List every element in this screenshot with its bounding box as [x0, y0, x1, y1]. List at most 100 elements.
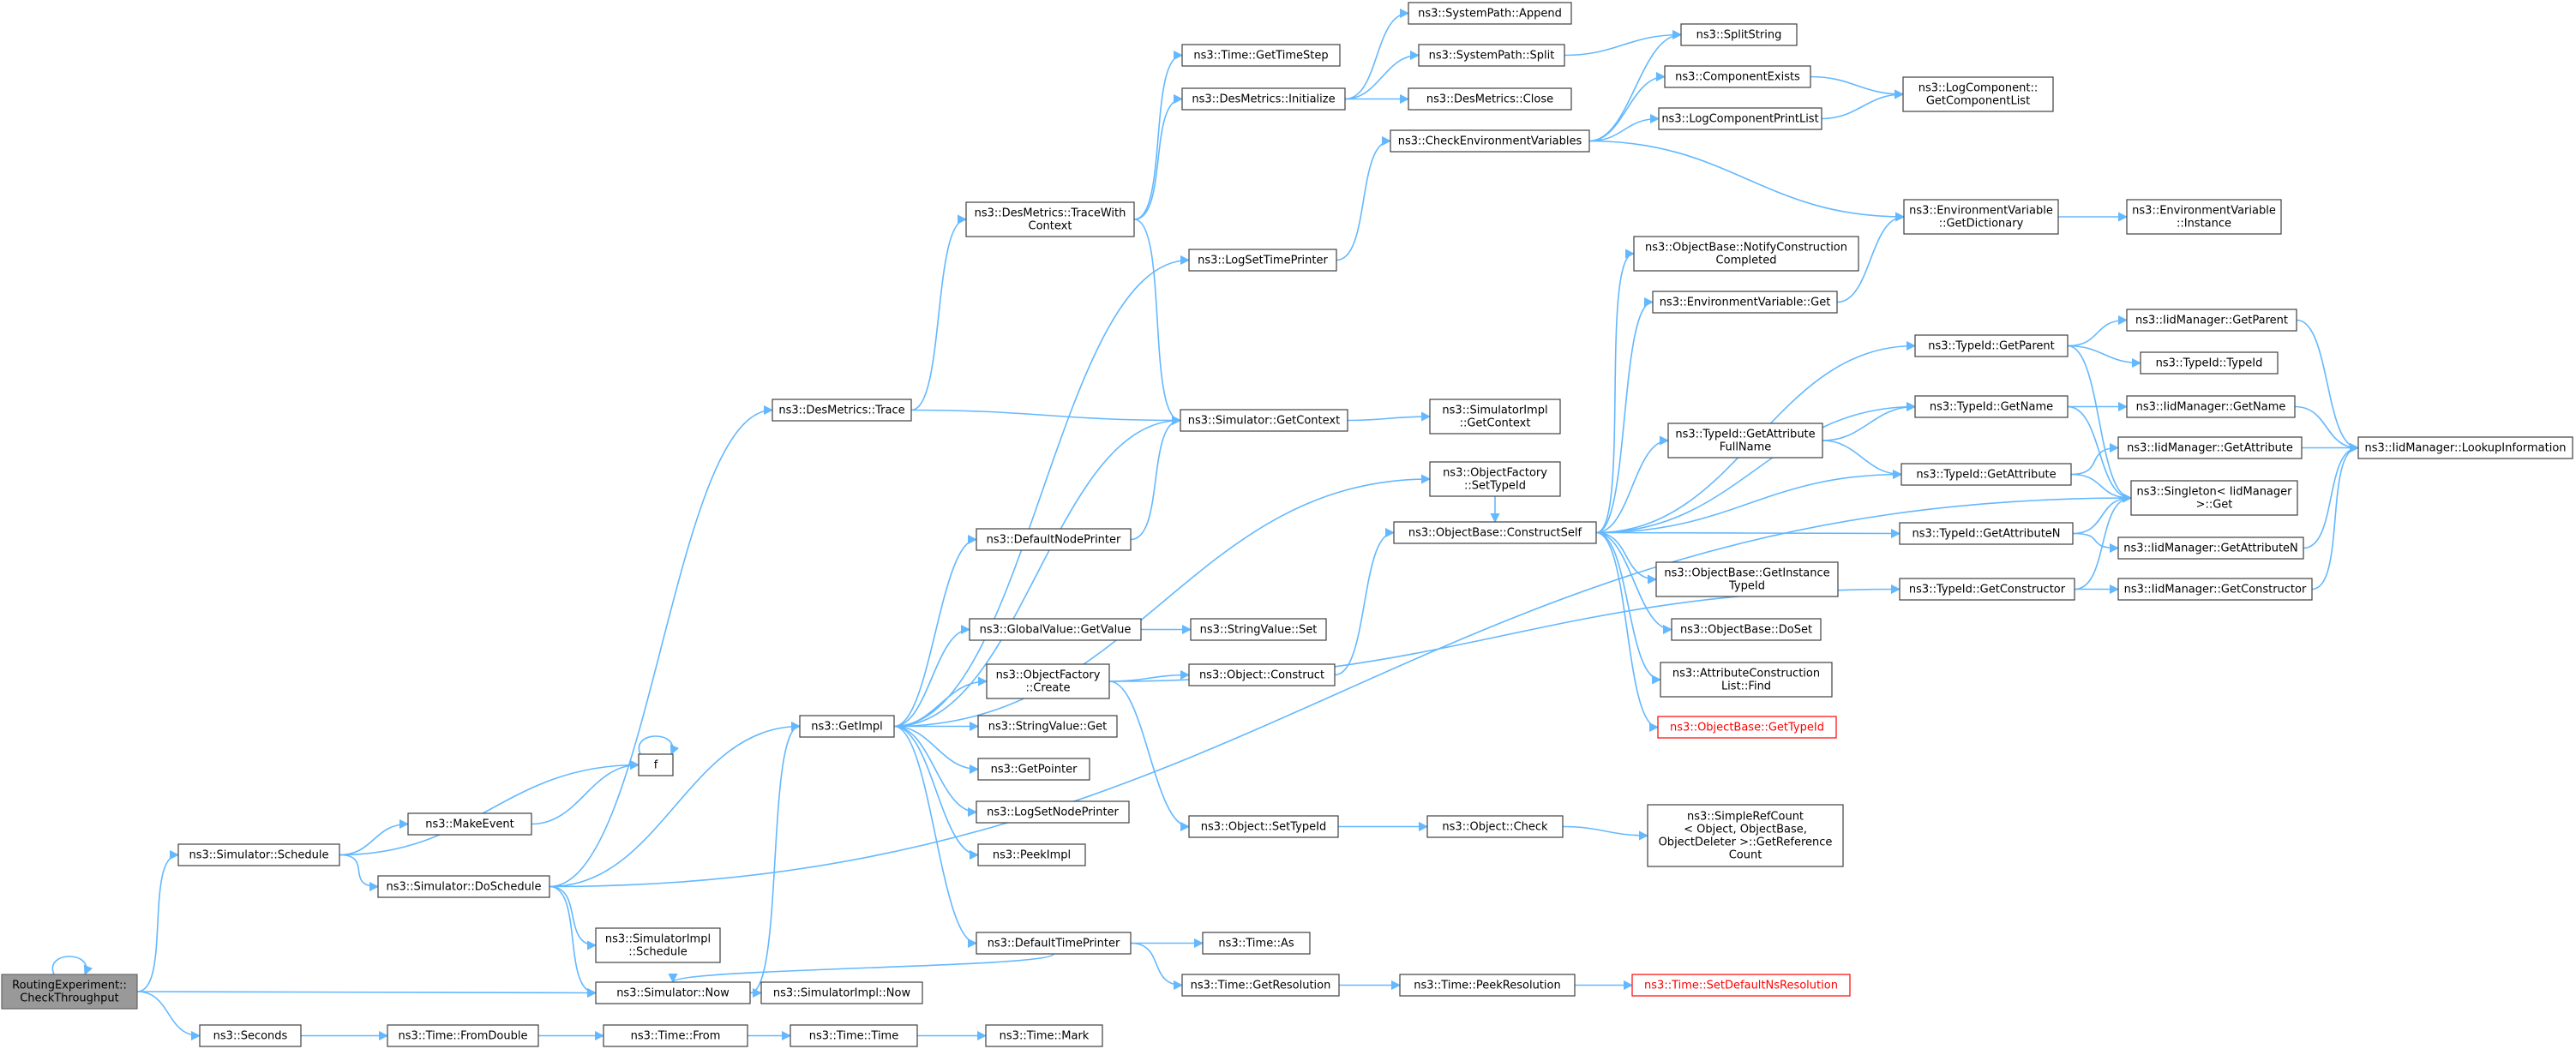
- node-deftimeprinter[interactable]: ns3::DefaultTimePrinter: [976, 932, 1132, 955]
- node-sched[interactable]: ns3::Simulator::Schedule: [177, 843, 340, 866]
- node-peekimpl[interactable]: ns3::PeekImpl: [977, 843, 1086, 866]
- node-tidgetname[interactable]: ns3::TypeId::GetName: [1914, 395, 2069, 418]
- node-logsettimeprinter[interactable]: ns3::LogSetTimePrinter: [1188, 249, 1337, 272]
- node-notifyconstr[interactable]: ns3::ObjectBase::NotifyConstructionCompl…: [1633, 236, 1859, 272]
- edge-tidgetparent-to-iidgetparent: [2067, 315, 2129, 347]
- node-iidgetname[interactable]: ns3::IidManager::GetName: [2126, 395, 2296, 418]
- node-simimplgetctx[interactable]: ns3::SimulatorImpl::GetContext: [1429, 399, 1561, 435]
- node-iidgetattr[interactable]: ns3::IidManager::GetAttribute: [2117, 436, 2303, 459]
- node-compexists[interactable]: ns3::ComponentExists: [1664, 65, 1811, 88]
- node-defnodeprinter[interactable]: ns3::DefaultNodePrinter: [976, 528, 1132, 551]
- node-box: [1899, 578, 2075, 601]
- node-f[interactable]: f: [638, 753, 674, 776]
- node-box: [790, 1024, 918, 1047]
- node-label: ns3::Time::GetResolution: [1191, 980, 1331, 992]
- edge-root-to-now: [136, 987, 597, 998]
- edge-getimpl-to-logsettimeprinter: [893, 255, 1191, 728]
- node-singletonget[interactable]: ns3::Singleton< IidManager>::Get: [2130, 480, 2298, 516]
- node-iidgetparent[interactable]: ns3::IidManager::GetParent: [2126, 309, 2297, 332]
- node-label: ns3::IidManager::GetParent: [2135, 315, 2288, 327]
- node-box: [638, 753, 674, 776]
- node-label: ns3::TypeId::GetConstructor: [1909, 584, 2066, 596]
- node-tidgetconstructor[interactable]: ns3::TypeId::GetConstructor: [1899, 578, 2075, 601]
- node-tidgetattrn[interactable]: ns3::TypeId::GetAttributeN: [1899, 522, 2074, 545]
- node-logsetnodeprinter[interactable]: ns3::LogSetNodePrinter: [976, 800, 1130, 824]
- node-tidgetparent[interactable]: ns3::TypeId::GetParent: [1914, 334, 2069, 357]
- node-label: ::GetContext: [1460, 417, 1531, 430]
- node-simimplsched[interactable]: ns3::SimulatorImpl::Schedule: [595, 927, 721, 963]
- node-svget[interactable]: ns3::StringValue::Get: [977, 715, 1118, 738]
- node-dosched[interactable]: ns3::Simulator::DoSchedule: [377, 875, 550, 898]
- node-ofsettypeid[interactable]: ns3::ObjectFactory::SetTypeId: [1429, 461, 1561, 497]
- node-seconds[interactable]: ns3::Seconds: [199, 1024, 302, 1047]
- node-box: [985, 1024, 1103, 1047]
- node-svset[interactable]: ns3::StringValue::Set: [1190, 618, 1327, 641]
- node-box: [1426, 815, 1564, 838]
- edge-checkenv-to-logcompprintlist: [1588, 113, 1660, 142]
- node-peekres[interactable]: ns3::Time::PeekResolution: [1399, 974, 1576, 997]
- node-label: ::Schedule: [628, 946, 688, 959]
- node-box: [377, 875, 550, 898]
- node-envgetdict[interactable]: ns3::EnvironmentVariable::GetDictionary: [1903, 199, 2059, 235]
- edge-tracewith-to-simgetcontext: [1133, 219, 1182, 426]
- node-logcompgetlist[interactable]: ns3::LogComponent::GetComponentList: [1902, 76, 2054, 112]
- node-logcompprintlist[interactable]: ns3::LogComponentPrintList: [1658, 107, 1822, 130]
- node-timefrom[interactable]: ns3::Time::From: [603, 1024, 748, 1047]
- node-fromdouble[interactable]: ns3::Time::FromDouble: [387, 1024, 539, 1047]
- edge-getimpl-to-logsetnodeprinter: [893, 725, 978, 818]
- node-iidgetattrn[interactable]: ns3::IidManager::GetAttributeN: [2117, 536, 2304, 560]
- edge-dosched-to-desmtrace: [549, 405, 774, 888]
- node-obconstructself[interactable]: ns3::ObjectBase::ConstructSelf: [1393, 521, 1597, 544]
- node-simplerefcount[interactable]: ns3::SimpleRefCount< Object, ObjectBase,…: [1647, 804, 1844, 867]
- node-syssplit[interactable]: ns3::SystemPath::Split: [1418, 44, 1565, 67]
- node-getres[interactable]: ns3::Time::GetResolution: [1181, 974, 1340, 997]
- node-label: ns3::DefaultTimePrinter: [988, 938, 1120, 950]
- node-desmtrace[interactable]: ns3::DesMetrics::Trace: [772, 399, 912, 422]
- node-label: ns3::LogSetTimePrinter: [1198, 255, 1328, 267]
- node-timeas[interactable]: ns3::Time::As: [1202, 932, 1311, 955]
- node-root[interactable]: RoutingExperiment::CheckThroughput: [1, 974, 138, 1010]
- node-envinstance[interactable]: ns3::EnvironmentVariable::Instance: [2126, 199, 2282, 235]
- node-box: [1408, 87, 1572, 111]
- node-objsettypeid[interactable]: ns3::Object::SetTypeId: [1188, 815, 1339, 838]
- edge-tracewith-to-desinit: [1133, 93, 1184, 220]
- node-tidgetattr[interactable]: ns3::TypeId::GetAttribute: [1900, 463, 2072, 486]
- edge-obconstructself-to-attrconstrfind: [1595, 531, 1662, 685]
- node-objconstruct[interactable]: ns3::Object::Construct: [1188, 663, 1336, 686]
- node-setdefaultns[interactable]: ns3::Time::SetDefaultNsResolution: [1631, 974, 1851, 997]
- node-now[interactable]: ns3::Simulator::Now: [595, 981, 751, 1004]
- node-simgetcontext[interactable]: ns3::Simulator::GetContext: [1180, 409, 1348, 432]
- node-desclose[interactable]: ns3::DesMetrics::Close: [1408, 87, 1572, 111]
- node-envget[interactable]: ns3::EnvironmentVariable::Get: [1652, 291, 1838, 314]
- node-sysappend[interactable]: ns3::SystemPath::Append: [1408, 2, 1572, 25]
- node-box: [1399, 974, 1576, 997]
- node-gvgetvalue[interactable]: ns3::GlobalValue::GetValue: [969, 618, 1142, 641]
- node-iidlookup[interactable]: ns3::IidManager::LookupInformation: [2357, 436, 2573, 459]
- node-objcheck[interactable]: ns3::Object::Check: [1426, 815, 1564, 838]
- node-gettimestep[interactable]: ns3::Time::GetTimeStep: [1181, 44, 1341, 67]
- node-getimpl[interactable]: ns3::GetImpl: [799, 715, 895, 738]
- node-desinit[interactable]: ns3::DesMetrics::Initialize: [1181, 87, 1346, 111]
- edge-obconstructself-to-obgettypeid: [1595, 531, 1660, 733]
- node-tidtypeid[interactable]: ns3::TypeId::TypeId: [2140, 351, 2279, 375]
- node-timemark[interactable]: ns3::Time::Mark: [985, 1024, 1103, 1047]
- edge-obconstructself-to-getattrfullname: [1595, 435, 1670, 534]
- node-box: [1664, 65, 1811, 88]
- node-checkenv[interactable]: ns3::CheckEnvironmentVariables: [1390, 129, 1590, 153]
- node-iidgetconstructor[interactable]: ns3::IidManager::GetConstructor: [2117, 578, 2313, 601]
- node-getpointer[interactable]: ns3::GetPointer: [977, 758, 1090, 781]
- node-label: ns3::SimulatorImpl: [1442, 405, 1547, 417]
- edge-root-to-seconds: [136, 991, 201, 1041]
- node-splitstring[interactable]: ns3::SplitString: [1680, 23, 1798, 46]
- node-ofcreate[interactable]: ns3::ObjectFactory::Create: [986, 663, 1110, 699]
- node-obgettypeid[interactable]: ns3::ObjectBase::GetTypeId: [1657, 716, 1837, 739]
- node-simimplnow[interactable]: ns3::SimulatorImpl::Now: [760, 981, 923, 1004]
- node-makeevent[interactable]: ns3::MakeEvent: [407, 812, 532, 836]
- node-obdoset[interactable]: ns3::ObjectBase::DoSet: [1671, 618, 1822, 641]
- node-timetime[interactable]: ns3::Time::Time: [790, 1024, 918, 1047]
- edge-obconstructself-to-envget: [1595, 297, 1654, 534]
